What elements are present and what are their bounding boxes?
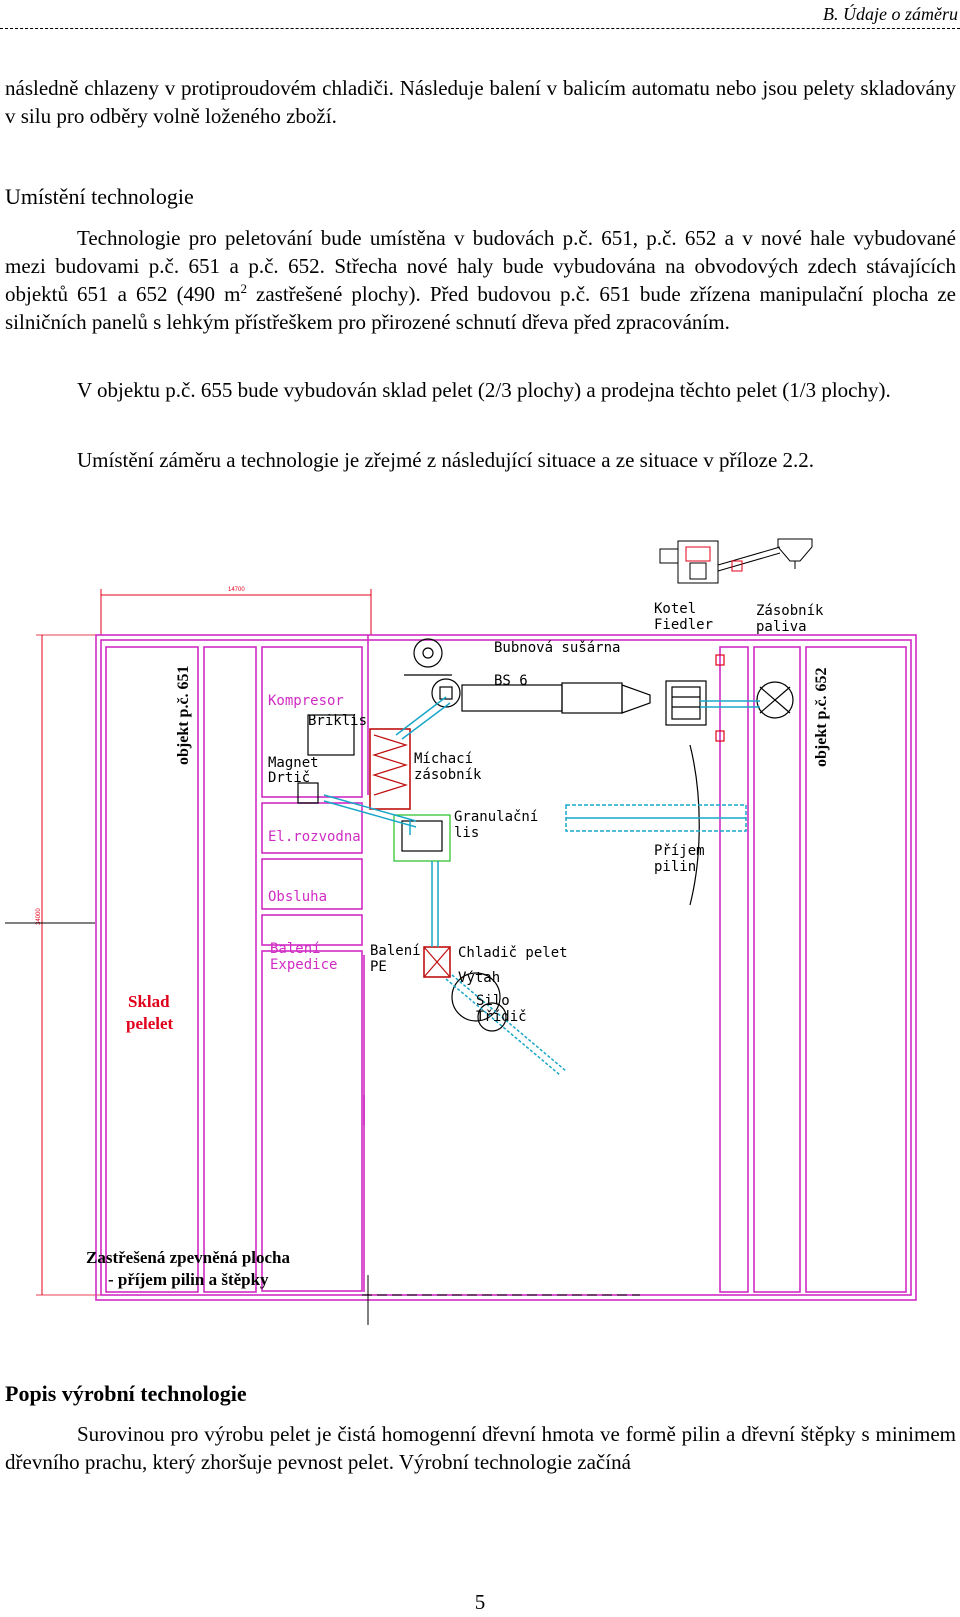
label-zasobnik-1: Zásobník — [756, 603, 824, 619]
label-kotel-2: Fiedler — [654, 617, 713, 633]
label-sklad-1: Sklad — [128, 992, 170, 1011]
label-prijem-1: Příjem — [654, 843, 705, 859]
paragraph-popis: Surovinou pro výrobu pelet je čistá homo… — [5, 1422, 956, 1474]
label-tridic: Třídič — [476, 1009, 527, 1025]
label-granulacni-2: lis — [454, 825, 479, 841]
paragraph-situace: Umístění záměru a technologie je zřejmé … — [77, 448, 815, 472]
label-el-rozvodna: El.rozvodna — [268, 829, 361, 845]
superscript: 2 — [240, 281, 247, 296]
label-drtic: Drtič — [268, 770, 310, 786]
label-vytah: Výtah — [458, 970, 500, 986]
label-baleni-pe-1: Balení — [370, 943, 421, 959]
heading-popis: Popis výrobní technologie — [5, 1381, 247, 1406]
floor-plan-drawing: 14700 34000 — [5, 538, 917, 1325]
paragraph-umisteni-a: Technologie pro peletování bude umístěna… — [5, 226, 956, 306]
label-briklis: Briklis — [308, 713, 367, 729]
caption-zastresena-1: Zastřešená zpevněná plocha — [86, 1248, 291, 1267]
label-kotel-1: Kotel — [654, 601, 696, 617]
label-michaci-2: zásobník — [414, 767, 482, 783]
label-michaci-1: Míchací — [414, 751, 473, 767]
label-zasobnik-2: paliva — [756, 619, 807, 635]
dimension-left: 34000 — [36, 634, 101, 1296]
label-baleni-pe-2: PE — [370, 959, 387, 975]
label-magnet: Magnet — [268, 755, 319, 771]
paragraph-objekt-655: V objektu p.č. 655 bude vybudován sklad … — [77, 378, 891, 402]
label-granulacni-1: Granulační — [454, 809, 538, 825]
paragraph-umisteni: Technologie pro peletování bude umístěna… — [5, 224, 956, 336]
label-bubnova-susarna: Bubnová sušárna — [494, 640, 620, 656]
label-obsluha: Obsluha — [268, 889, 327, 905]
label-objekt-652: objekt p.č. 652 — [813, 667, 830, 767]
header-divider — [0, 28, 960, 29]
conveyors — [323, 696, 760, 1076]
page-number: 5 — [474, 1590, 486, 1614]
label-prijem-2: pilin — [654, 859, 696, 875]
dimension-top-label: 14700 — [228, 587, 245, 593]
label-bs6: BS 6 — [494, 673, 528, 689]
equipment-pictogram — [659, 538, 813, 584]
caption-zastresena-2: - příjem pilin a štěpky — [108, 1270, 269, 1289]
label-baleni-expedice-2: Expedice — [270, 957, 337, 973]
label-baleni-expedice-1: Balení — [270, 941, 321, 957]
page-header: B. Údaje o záměru — [0, 0, 960, 30]
building-walls — [95, 634, 917, 1301]
label-objekt-651: objekt p.č. 651 — [175, 665, 192, 765]
section-title: B. Údaje o záměru — [823, 4, 958, 24]
equipment — [297, 638, 794, 1032]
dimension-top: 14700 — [100, 587, 372, 635]
dimension-left-label: 34000 — [36, 908, 42, 925]
heading-umisteni: Umístění technologie — [5, 184, 194, 209]
paragraph-intro: následně chlazeny v protiproudovém chlad… — [5, 76, 956, 128]
label-chladic-pelet: Chladič pelet — [458, 945, 568, 961]
label-kompresor: Kompresor — [268, 693, 344, 709]
label-sklad-2: pelelet — [126, 1014, 174, 1033]
label-silo: Silo — [476, 993, 510, 1009]
paragraph-umisteni-b: zastřešené plochy). Před budovou p.č. 65… — [5, 282, 957, 334]
